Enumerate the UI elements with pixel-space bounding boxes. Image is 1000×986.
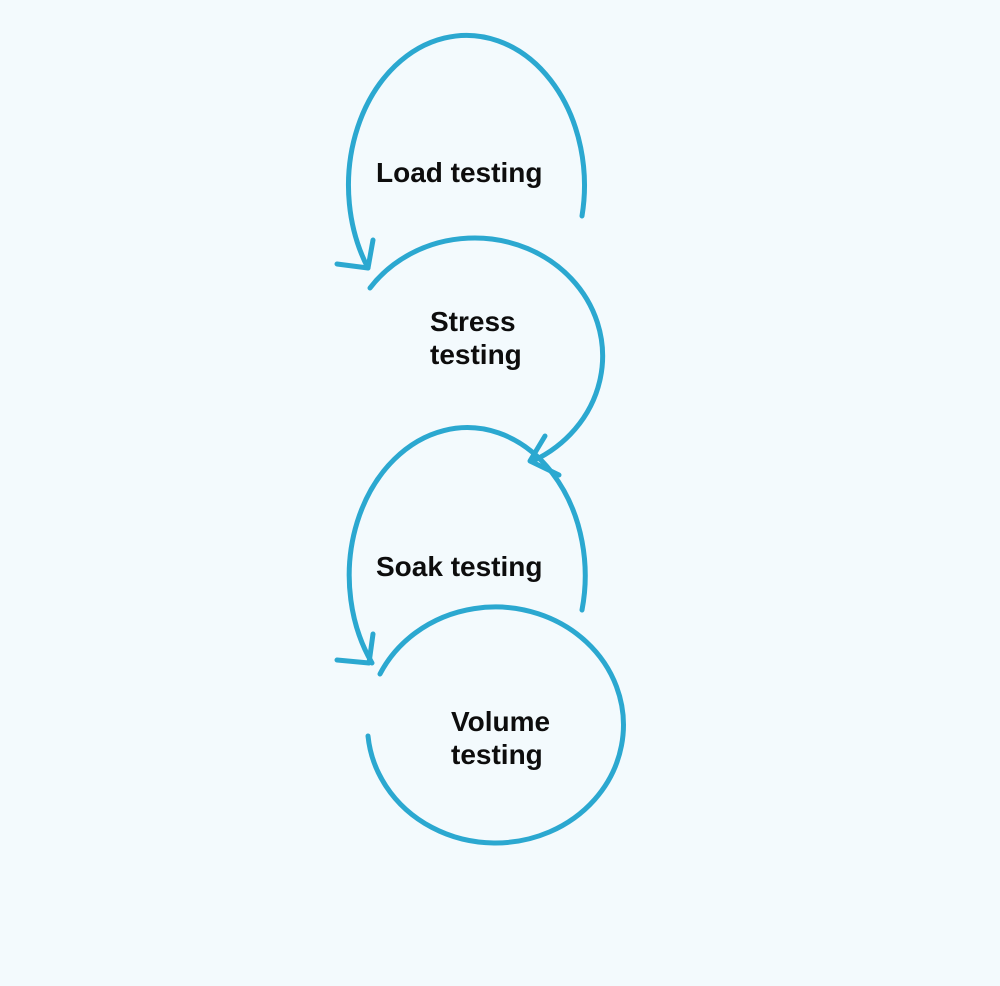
step-label-line: testing <box>430 339 522 370</box>
step-label-soak: Soak testing <box>376 550 542 583</box>
step-label-line: Stress <box>430 306 516 337</box>
soak-testing-arc <box>346 425 588 666</box>
load-testing-arc <box>346 32 587 271</box>
step-label-line: testing <box>451 739 543 770</box>
step-label-line: Soak testing <box>376 551 543 582</box>
step-label-stress: Stress testing <box>430 305 522 371</box>
soak-to-volume-arrowhead <box>334 631 376 666</box>
stress-testing-arc <box>367 235 606 464</box>
step-label-line: Load testing <box>376 157 543 188</box>
stress-to-soak-arrowhead <box>527 433 562 478</box>
step-label-volume: Volume testing <box>451 705 550 771</box>
step-label-load: Load testing <box>376 156 542 189</box>
step-label-line: Volume <box>451 706 551 737</box>
volume-testing-arc <box>365 604 626 846</box>
load-to-stress-arrowhead <box>334 237 376 271</box>
